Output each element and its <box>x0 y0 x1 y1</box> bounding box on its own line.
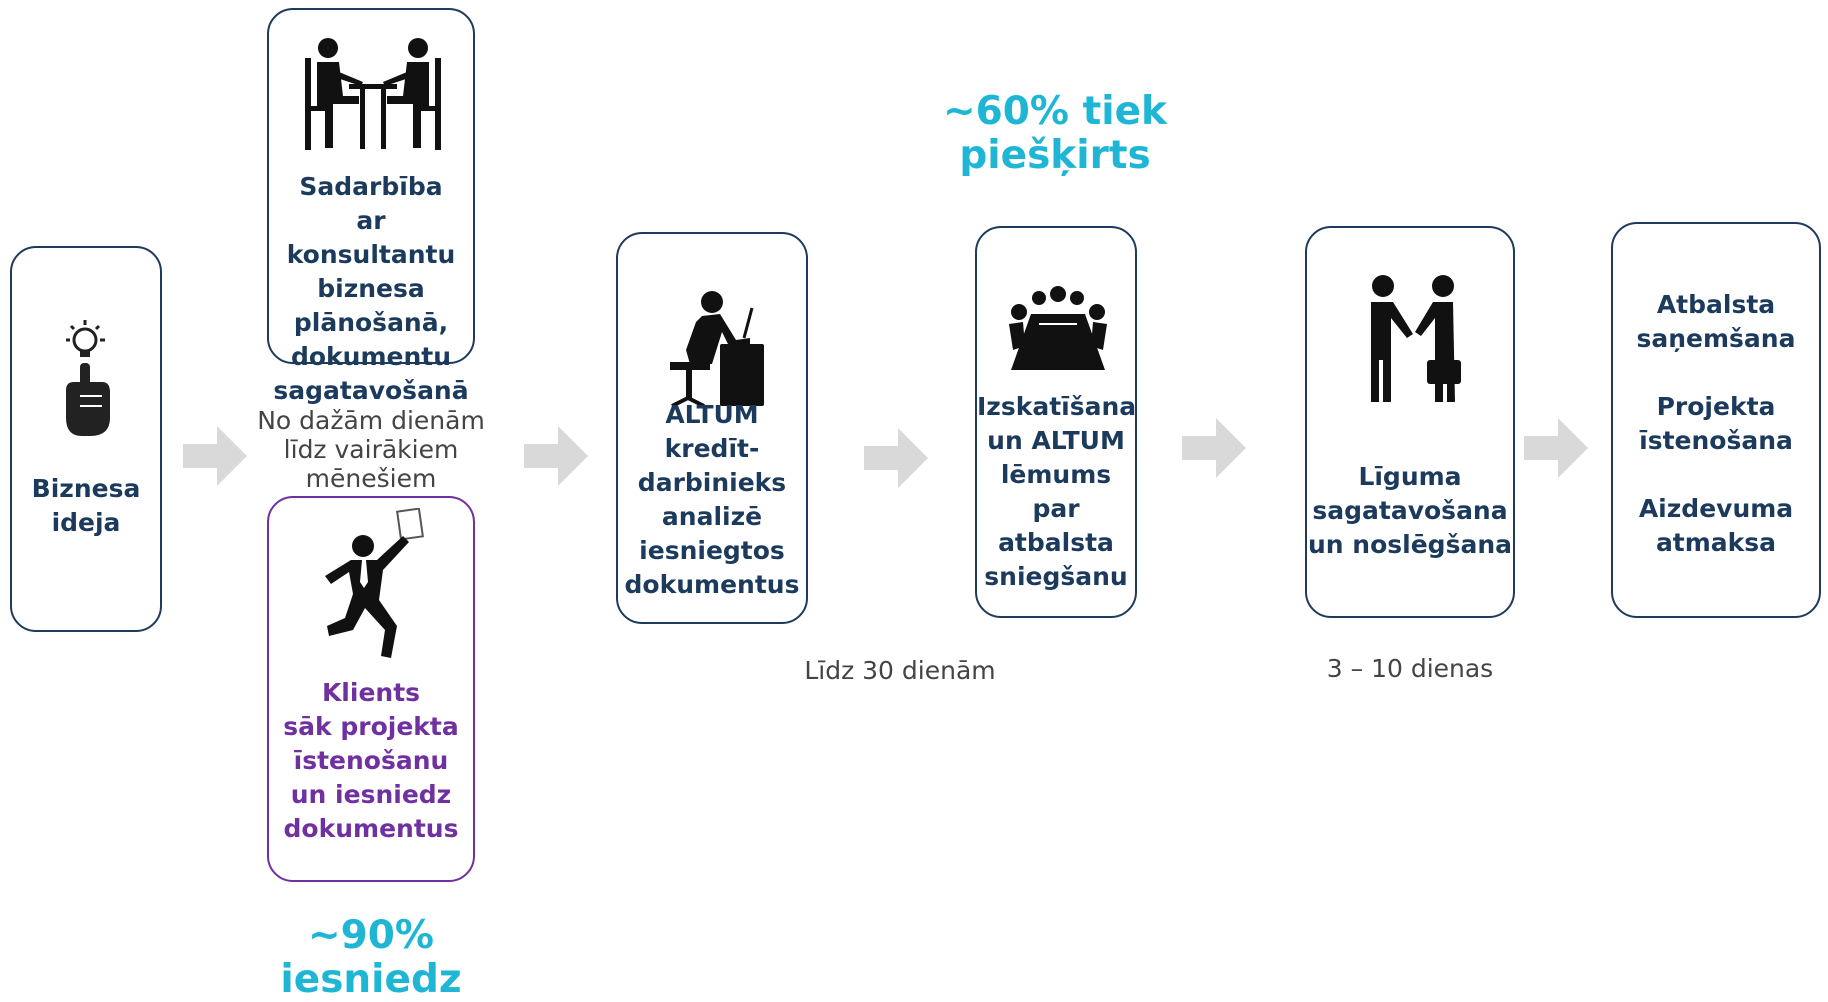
step-credit-officer: ALTUM kredīt- darbinieks analizē iesnieg… <box>616 232 808 624</box>
step-contract: Līguma sagatavošana un noslēgšana <box>1305 226 1515 618</box>
running-man-document-icon <box>325 508 424 658</box>
step-credit-officer-label: ALTUM kredīt- darbinieks analizē iesnieg… <box>624 400 800 599</box>
handshake-icon <box>1371 275 1461 402</box>
step-support: Atbalsta saņemšana Projekta īstenošana A… <box>1611 222 1821 618</box>
step-contract-label: Līguma sagatavošana un noslēgšana <box>1308 462 1512 559</box>
step-consultant: Sadarbība ar konsultantu biznesa plānoša… <box>267 8 475 405</box>
step-business-idea-label: Biznesa ideja <box>31 474 141 537</box>
step-decision-label: Izskatīšana un ALTUM lēmums par atbalsta… <box>977 392 1137 591</box>
board-meeting-icon <box>1009 286 1107 370</box>
step-client: Klients sāk projekta īstenošanu un iesni… <box>267 496 475 882</box>
step-business-idea: Biznesa ideja <box>10 246 162 632</box>
step-consultant-label: Sadarbība ar konsultantu biznesa plānoša… <box>273 172 469 405</box>
arrow-right-icon <box>864 428 928 488</box>
lightbulb-hand-icon <box>66 320 110 436</box>
step-support-label: Atbalsta saņemšana Projekta īstenošana A… <box>1636 290 1796 557</box>
note-days-to-months: No dažām dienām līdz vairākiem mēnešiem <box>257 406 485 493</box>
step-decision: Izskatīšana un ALTUM lēmums par atbalsta… <box>975 226 1137 618</box>
arrow-right-icon <box>183 426 247 486</box>
step-client-label: Klients sāk projekta īstenošanu un iesni… <box>283 678 459 843</box>
desk-worker-icon <box>670 291 764 408</box>
meeting-table-icon <box>305 38 441 150</box>
arrow-right-icon <box>524 426 588 486</box>
arrow-right-icon <box>1524 418 1588 478</box>
note-3-to-10-days: 3 – 10 dienas <box>1326 654 1494 683</box>
stat-submit-rate: ~90% iesniedz <box>280 913 462 1002</box>
arrow-right-icon <box>1182 418 1246 478</box>
note-up-to-30-days: Līdz 30 dienām <box>804 656 996 685</box>
stat-granted-rate: ~60% tiek piešķirts <box>942 89 1167 178</box>
